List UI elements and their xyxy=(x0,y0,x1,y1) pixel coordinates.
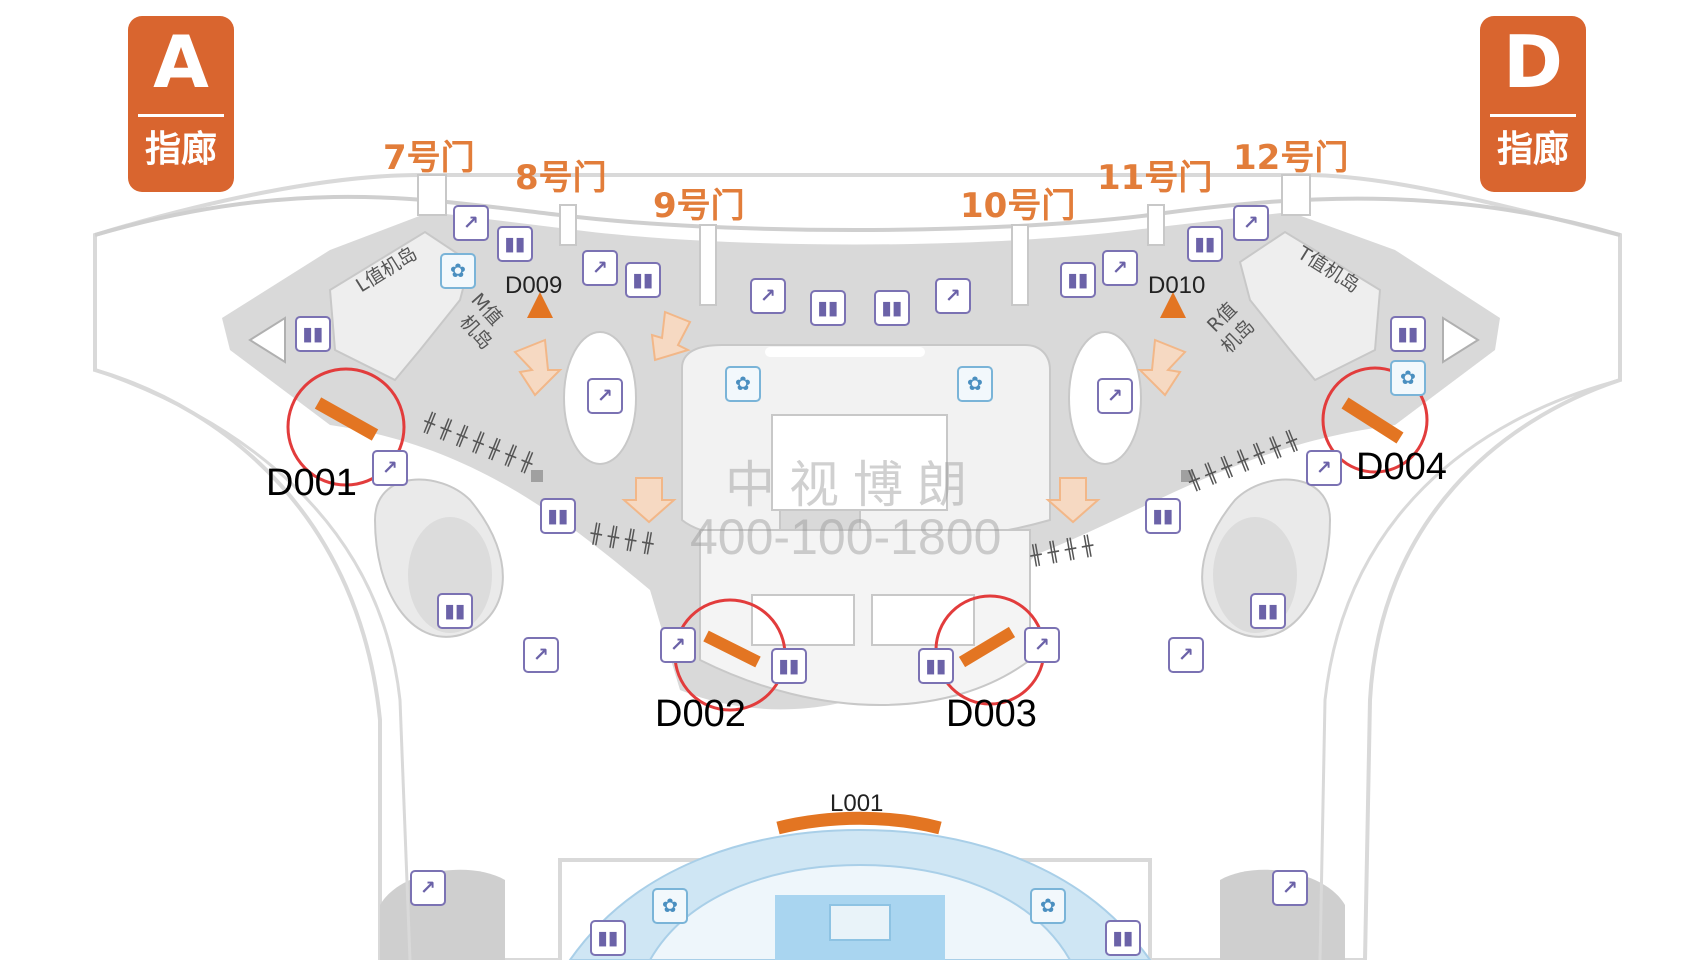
escalator-icon[interactable]: ↗ xyxy=(660,627,696,663)
west-outer-curve xyxy=(94,368,412,960)
gate-8-label: 8号门 xyxy=(515,158,607,198)
concourse-letter: D xyxy=(1503,20,1563,104)
highlight-circle-D001 xyxy=(286,367,406,487)
escalator-icon[interactable]: ↗ xyxy=(1102,250,1138,286)
east-outer-curve xyxy=(1318,378,1621,960)
central-core-inner xyxy=(771,414,948,511)
nursery-room-icon[interactable]: ✿ xyxy=(652,888,688,924)
ad-spot-D001-label[interactable]: D001 xyxy=(266,462,357,504)
nursery-room-icon[interactable]: ✿ xyxy=(725,366,761,402)
restroom-icon[interactable]: ▮▮ xyxy=(1250,593,1286,629)
ad-spot-bar-L001 xyxy=(776,811,942,835)
nursery-room-icon[interactable]: ✿ xyxy=(1030,888,1066,924)
escalator-icon[interactable]: ↗ xyxy=(1168,637,1204,673)
escalator-icon[interactable]: ↗ xyxy=(453,205,489,241)
gate-10-label: 10号门 xyxy=(960,186,1076,226)
ad-spot-D002-label[interactable]: D002 xyxy=(655,693,746,735)
escalator-icon[interactable]: ↗ xyxy=(523,637,559,673)
walk-direction-arrow-icon-group xyxy=(513,310,1187,524)
restroom-icon[interactable]: ▮▮ xyxy=(1145,498,1181,534)
ad-marker-triangle-icon xyxy=(1160,292,1186,318)
restroom-icon[interactable]: ▮▮ xyxy=(295,316,331,352)
escalator-icon[interactable]: ↗ xyxy=(1097,378,1133,414)
nursery-room-icon[interactable]: ✿ xyxy=(957,366,993,402)
restroom-icon[interactable]: ▮▮ xyxy=(1060,262,1096,298)
nursery-room-icon[interactable]: ✿ xyxy=(440,253,476,289)
ad-spot-D004-label[interactable]: D004 xyxy=(1356,446,1447,488)
restroom-icon[interactable]: ▮▮ xyxy=(1187,226,1223,262)
restroom-icon[interactable]: ▮▮ xyxy=(625,262,661,298)
restroom-icon[interactable]: ▮▮ xyxy=(771,648,807,684)
bay-room-left xyxy=(751,594,855,646)
escalator-icon[interactable]: ↗ xyxy=(410,870,446,906)
east-end-triangle xyxy=(1442,316,1480,364)
ad-marker-triangle-icon xyxy=(527,292,553,318)
column-post xyxy=(1181,470,1193,482)
escalator-icon[interactable]: ↗ xyxy=(372,450,408,486)
restroom-icon[interactable]: ▮▮ xyxy=(1390,316,1426,352)
gate-11-label: 11号门 xyxy=(1097,158,1213,198)
west-end-triangle xyxy=(248,316,286,364)
badge-divider xyxy=(138,114,224,117)
checkin-island-T xyxy=(1238,230,1382,382)
escalator-icon[interactable]: ↗ xyxy=(1233,205,1269,241)
gate-12-label: 12号门 xyxy=(1233,138,1349,178)
restroom-icon[interactable]: ▮▮ xyxy=(497,226,533,262)
gate-9-label: 9号门 xyxy=(653,186,745,226)
north-wall xyxy=(94,194,1621,237)
watermark-phone: 400-100-1800 xyxy=(690,509,1002,565)
ad-spot-bar-D001 xyxy=(314,397,379,441)
ad-spot-bar-D002 xyxy=(703,630,761,668)
gate-openings xyxy=(417,174,1311,306)
checkin-island-L xyxy=(328,230,472,382)
gate-7-label: 7号门 xyxy=(383,138,475,178)
concourse-label: 指廊 xyxy=(144,129,217,170)
column-post xyxy=(531,470,543,482)
escalator-icon[interactable]: ↗ xyxy=(1024,627,1060,663)
ad-spot-bar-D004 xyxy=(1341,397,1404,444)
ad-spot-D003-label[interactable]: D003 xyxy=(946,693,1037,735)
ad-spot-L001-label[interactable]: L001 xyxy=(830,790,884,817)
restroom-icon[interactable]: ▮▮ xyxy=(437,593,473,629)
ad-spot-D010-label[interactable]: D010 xyxy=(1148,272,1206,299)
escalator-icon[interactable]: ↗ xyxy=(1272,870,1308,906)
ad-spot-bar-D003 xyxy=(958,626,1016,668)
highlight-circle-D004 xyxy=(1321,366,1429,474)
concourse-D-badge: D 指廊 xyxy=(1480,16,1586,192)
restroom-icon[interactable]: ▮▮ xyxy=(874,290,910,326)
ad-spot-D009-label[interactable]: D009 xyxy=(505,272,563,299)
restroom-icon[interactable]: ▮▮ xyxy=(810,290,846,326)
concourse-A-badge: A 指廊 xyxy=(128,16,234,192)
escalator-icon[interactable]: ↗ xyxy=(935,278,971,314)
badge-divider xyxy=(1490,114,1576,117)
escalator-icon[interactable]: ↗ xyxy=(587,378,623,414)
restroom-icon[interactable]: ▮▮ xyxy=(540,498,576,534)
escalator-icon[interactable]: ↗ xyxy=(1306,450,1342,486)
escalator-icon[interactable]: ↗ xyxy=(750,278,786,314)
escalator-icon[interactable]: ↗ xyxy=(582,250,618,286)
nursery-room-icon[interactable]: ✿ xyxy=(1390,360,1426,396)
watermark-company: 中视博朗 xyxy=(725,456,981,514)
bay-room-right xyxy=(871,594,975,646)
restroom-icon[interactable]: ▮▮ xyxy=(918,648,954,684)
restroom-icon[interactable]: ▮▮ xyxy=(1105,920,1141,956)
lower-right-block xyxy=(1220,869,1345,960)
concourse-letter: A xyxy=(153,20,209,104)
concourse-label: 指廊 xyxy=(1496,129,1569,170)
lower-rotunda-block xyxy=(829,904,891,941)
restroom-icon[interactable]: ▮▮ xyxy=(590,920,626,956)
